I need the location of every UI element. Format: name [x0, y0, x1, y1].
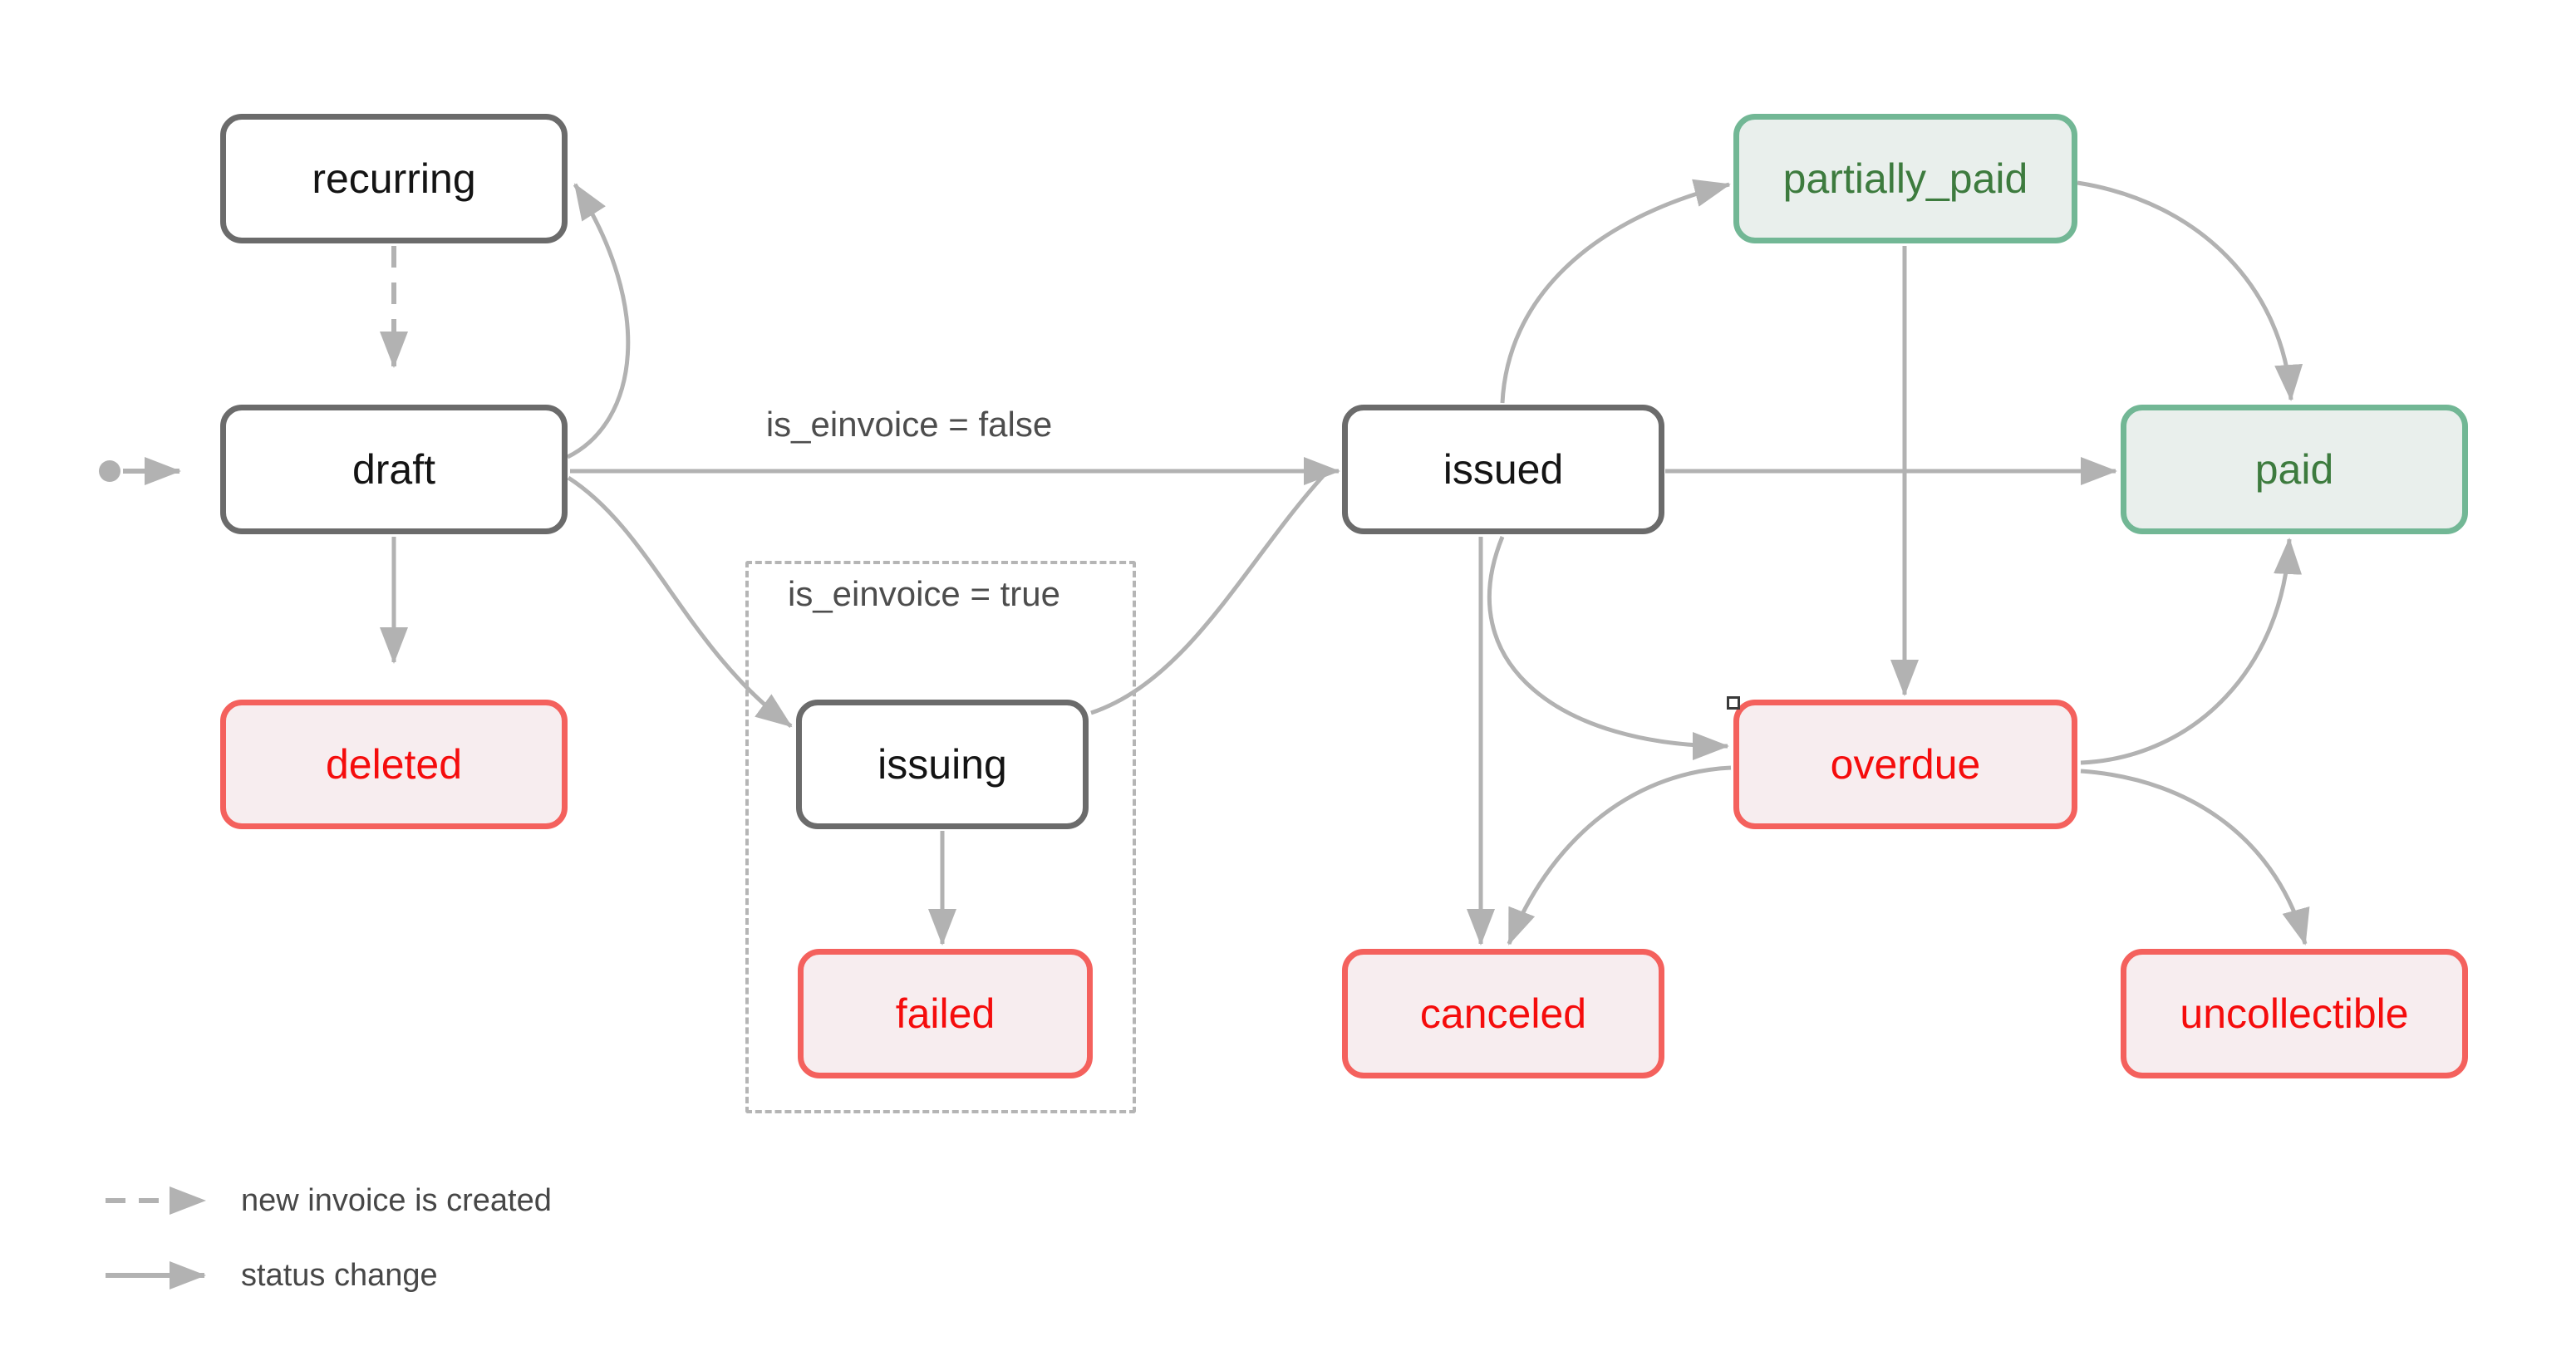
node-failed: failed — [798, 949, 1093, 1078]
node-partially-paid: partially_paid — [1733, 114, 2077, 243]
edge-draft-to-recurring — [566, 183, 631, 459]
edge-overdue-to-uncollectible — [2080, 769, 2310, 946]
legend-solid-label: status change — [241, 1258, 438, 1293]
node-deleted: deleted — [220, 700, 568, 829]
start-dot — [99, 460, 120, 482]
edge-draft-to-issuing — [567, 475, 793, 729]
einvoice-false-label: is_einvoice = false — [765, 405, 1053, 444]
artifact-glyph — [1727, 696, 1740, 710]
edge-overdue-to-canceled — [1507, 765, 1732, 946]
node-issued: issued — [1342, 405, 1664, 534]
legend-dashed-label: new invoice is created — [241, 1183, 552, 1218]
einvoice-true-group — [745, 561, 1136, 1113]
edge-overdue-to-paid — [2080, 538, 2303, 765]
node-paid: paid — [2121, 405, 2468, 534]
edge-issued-to-partially-paid — [1500, 179, 1731, 404]
node-recurring: recurring — [220, 114, 568, 243]
node-overdue: overdue — [1733, 700, 2077, 829]
einvoice-true-label: is_einvoice = true — [787, 574, 1061, 613]
node-uncollectible: uncollectible — [2121, 949, 2468, 1078]
node-issuing: issuing — [796, 700, 1089, 829]
edge-issuing-to-issued — [1090, 473, 1326, 715]
edge-issued-to-overdue — [1487, 536, 1729, 760]
node-canceled: canceled — [1342, 949, 1664, 1078]
node-draft: draft — [220, 405, 568, 534]
edge-partially-paid-to-paid — [2077, 180, 2303, 401]
